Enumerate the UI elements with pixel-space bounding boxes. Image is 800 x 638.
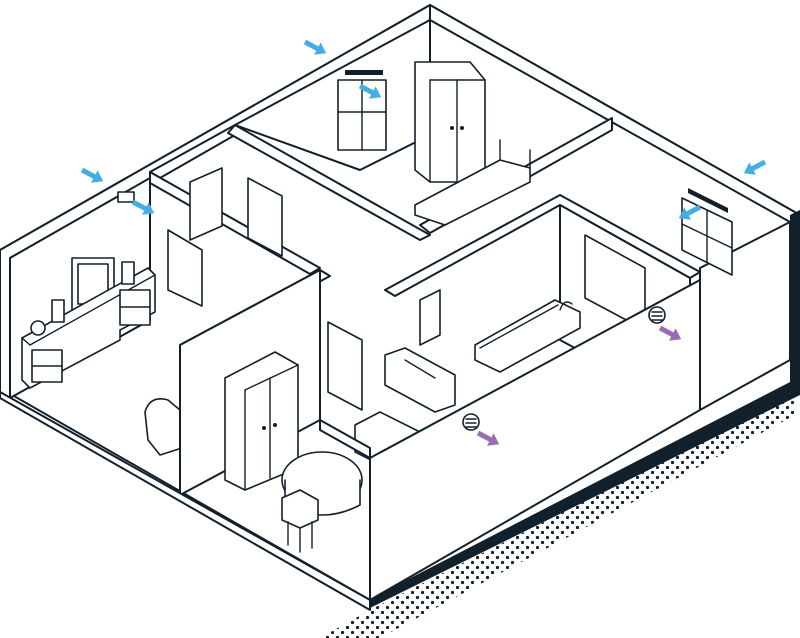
front-left-wall [0, 387, 371, 611]
front-wall-edge [370, 378, 800, 608]
bathroom-door-frame [419, 289, 441, 346]
arrow-intake-icon [678, 204, 702, 220]
arrow-intake-icon [131, 199, 155, 215]
dining-chair [281, 489, 319, 529]
arrow-exhaust-icon [658, 325, 682, 341]
hall-door-left [189, 167, 223, 241]
arrow-intake-icon [80, 167, 104, 183]
kitchen-upper-cabinet [384, 347, 456, 413]
round-vent-icon [462, 413, 480, 431]
right-wall-edge [790, 210, 800, 384]
airflow-arrows [80, 39, 767, 446]
office-speaker-left [51, 299, 65, 323]
bathtub [474, 299, 581, 373]
bedroom-window-vent-slot [345, 70, 383, 75]
office-armchair [144, 398, 183, 456]
arrow-intake-icon [303, 39, 327, 55]
round-vent-icon [648, 306, 666, 324]
arrow-intake-icon [358, 83, 382, 99]
office-lamp [30, 320, 46, 336]
office-speaker-right [121, 261, 135, 285]
right-window-vent-slot [688, 188, 728, 213]
kitchen-door [327, 321, 363, 411]
office-door [167, 229, 203, 307]
partition-bedroom-divider [227, 124, 431, 241]
kitchen-front-wall-top [319, 419, 371, 459]
hall-door-right [247, 177, 283, 257]
office-wall-vent [117, 191, 135, 203]
arrow-intake-icon [743, 159, 767, 175]
arrow-exhaust-icon [476, 430, 500, 446]
